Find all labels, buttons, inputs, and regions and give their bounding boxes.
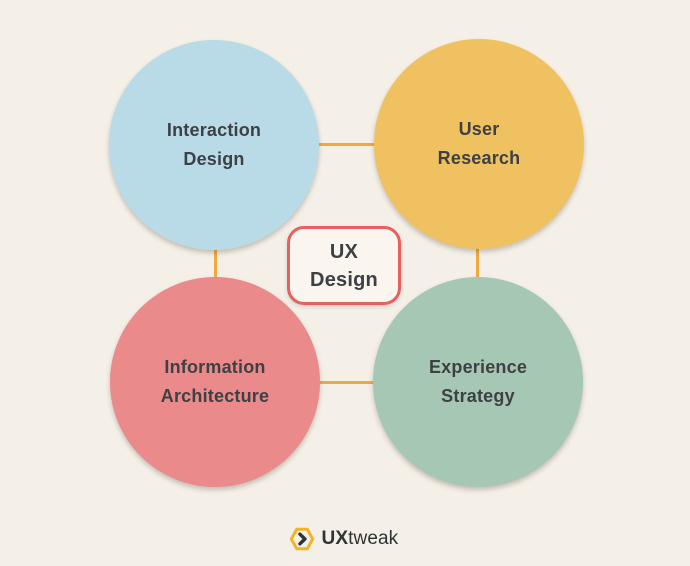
node-interaction-design: Interaction Design — [109, 40, 319, 250]
logo-wordmark-bold: UX — [321, 528, 349, 549]
connector-user-research-to-experience — [476, 238, 479, 286]
chevron-right-icon — [298, 532, 307, 546]
hexagon-outline — [289, 527, 315, 551]
center-node-ux-design: UX Design — [287, 226, 401, 305]
hexagon-chevron-icon — [289, 527, 315, 551]
connector-interaction-to-user-research — [300, 143, 390, 146]
logo-wordmark: UXtweak — [322, 528, 399, 550]
uxtweak-logo: UXtweak — [289, 527, 399, 551]
node-information-architecture: Information Architecture — [110, 277, 320, 487]
node-user-research: User Research — [374, 39, 584, 249]
logo-wordmark-rest: tweak — [348, 528, 399, 549]
connector-information-to-experience — [304, 381, 390, 384]
node-experience-strategy: Experience Strategy — [373, 277, 583, 487]
connector-interaction-to-information — [214, 240, 217, 286]
